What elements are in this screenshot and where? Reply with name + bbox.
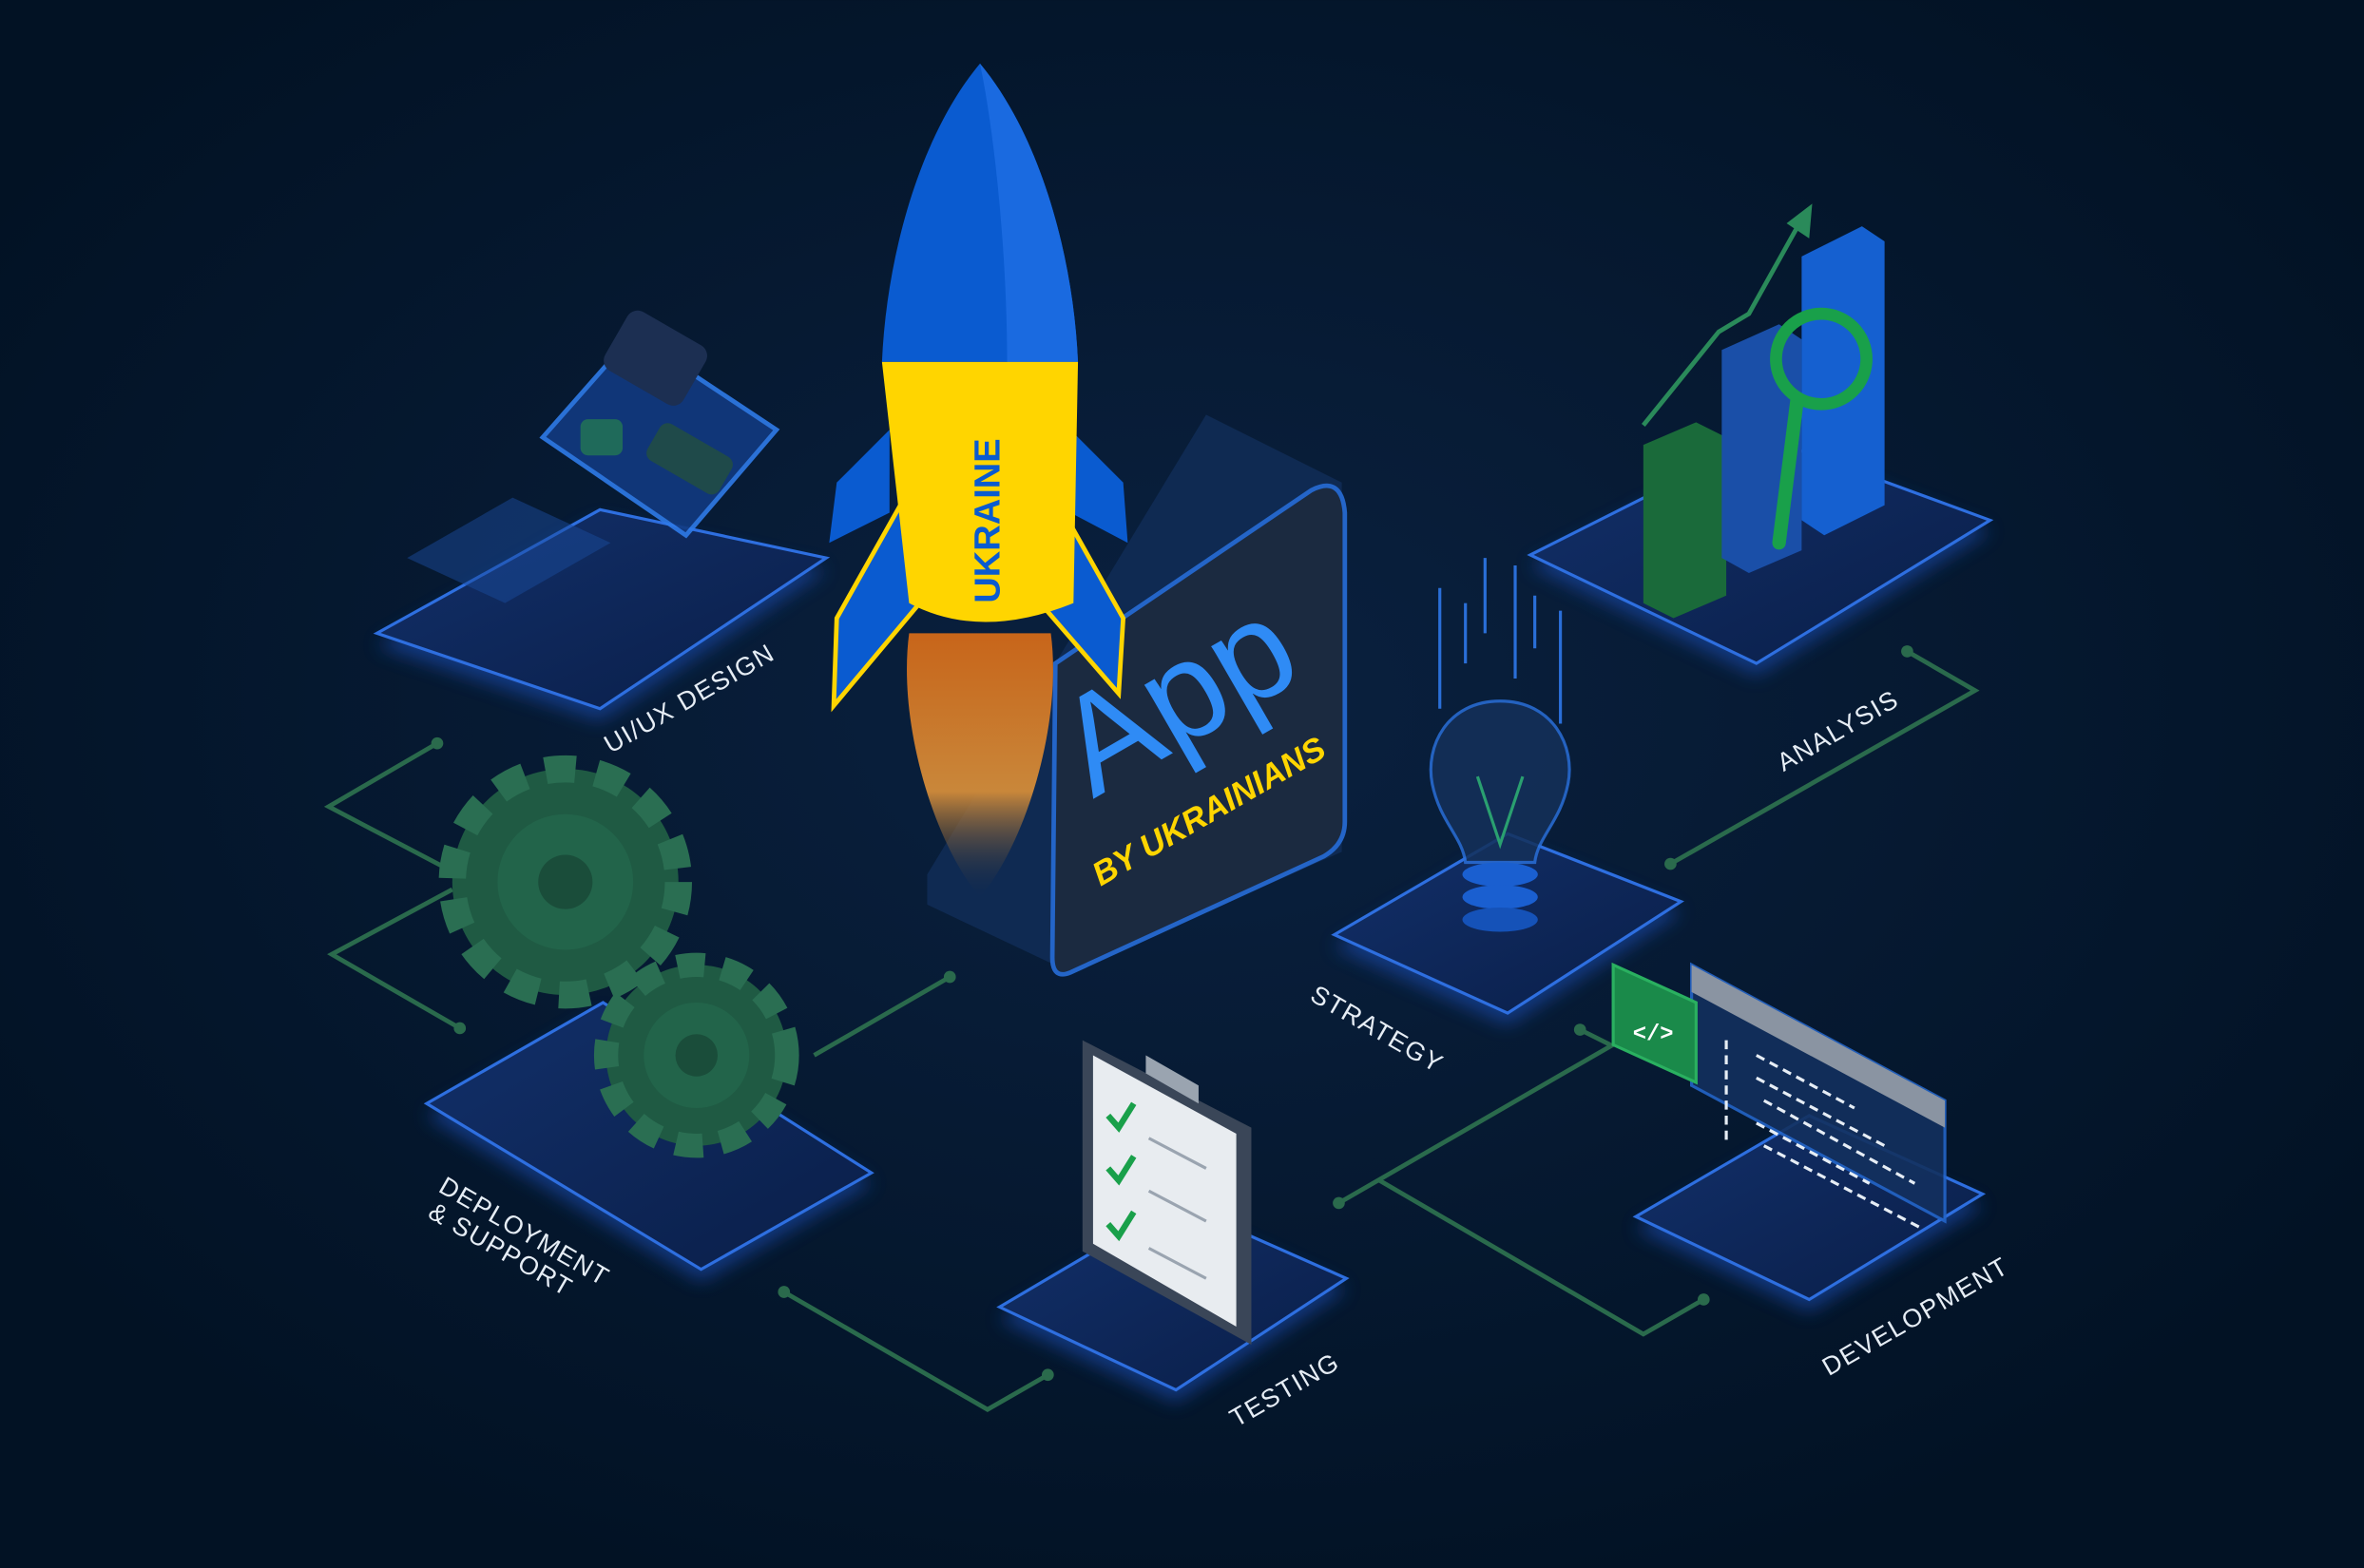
gears-icon: [438, 755, 799, 1158]
rocket-label: UKRAINE: [969, 438, 1009, 602]
analysis-chart-icon: [1641, 203, 1885, 619]
lightbulb-icon: [1429, 558, 1571, 932]
connector-lines: [323, 645, 1980, 1412]
code-badge: </>: [1611, 962, 1698, 1085]
ui-cards-icon: [407, 310, 780, 603]
rocket-icon: UKRAINE: [829, 63, 1128, 897]
code-window-icon: </>: [1611, 962, 1947, 1231]
app-box: App BY UKRAINIANS: [927, 414, 1348, 977]
checklist-clipboard-icon: [1082, 1040, 1252, 1346]
code-badge-text: </>: [1633, 1023, 1674, 1048]
